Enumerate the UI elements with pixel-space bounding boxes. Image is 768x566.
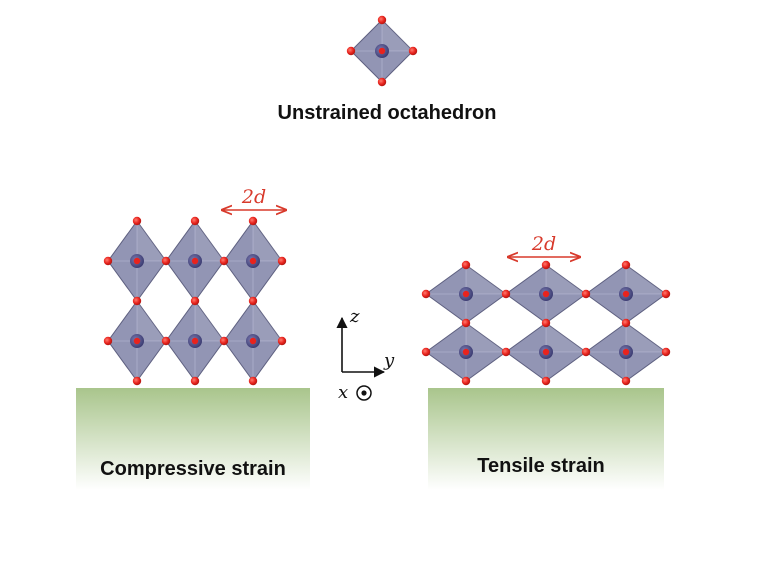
octahedron-facet — [253, 301, 282, 341]
oxygen-atom — [161, 256, 171, 266]
octahedron — [165, 300, 225, 382]
center-atom-core — [249, 337, 257, 345]
oxygen-atom — [377, 15, 387, 25]
center-atom-core — [542, 290, 550, 298]
oxygen-atom — [277, 256, 287, 266]
x-axis-label: x — [338, 382, 348, 403]
tensile-octahedra-grid — [421, 260, 671, 386]
octahedron — [350, 19, 414, 83]
octahedron — [165, 220, 225, 302]
oxygen-atom — [541, 318, 551, 328]
oxygen-atom — [103, 256, 113, 266]
oxygen-atom — [621, 376, 631, 386]
octahedron-facet — [253, 221, 282, 261]
oxygen-atom — [541, 260, 551, 270]
z-axis-label: z — [349, 306, 360, 327]
octahedron — [107, 300, 167, 382]
oxygen-atom — [661, 289, 671, 299]
oxygen-atom — [501, 347, 511, 357]
octahedron-facet — [195, 301, 224, 341]
oxygen-atom — [132, 216, 142, 226]
oxygen-atom — [501, 289, 511, 299]
octahedron — [585, 322, 667, 382]
oxygen-atom — [581, 289, 591, 299]
octahedron-facet — [137, 221, 166, 261]
octahedron-facet — [546, 323, 586, 352]
octahedron-facet — [466, 323, 506, 352]
octahedron-facet — [137, 301, 166, 341]
octahedron — [585, 264, 667, 324]
tensile-spacing-annotation: 2d — [508, 233, 580, 257]
oxygen-atom — [581, 347, 591, 357]
oxygen-atom — [346, 46, 356, 56]
compressive-octahedra-grid — [103, 216, 287, 386]
oxygen-atom — [190, 296, 200, 306]
compressive-strain-label: Compressive strain — [100, 458, 286, 480]
oxygen-atom — [661, 347, 671, 357]
octahedron — [223, 220, 283, 302]
center-atom-core — [378, 47, 386, 55]
coordinate-axes: z y x — [336, 306, 395, 403]
oxygen-atom — [161, 336, 171, 346]
center-atom-core — [191, 257, 199, 265]
compressive-substrate — [76, 388, 310, 490]
x-axis-out-of-plane-symbol — [356, 385, 372, 401]
octahedron — [425, 322, 507, 382]
title-unstrained-octahedron: Unstrained octahedron — [278, 102, 497, 124]
center-atom-core — [249, 257, 257, 265]
center-atom-core — [462, 348, 470, 356]
unstrained-octahedron — [346, 15, 418, 87]
oxygen-atom — [248, 296, 258, 306]
center-atom-core — [622, 348, 630, 356]
oxygen-atom — [621, 260, 631, 270]
octahedron — [223, 300, 283, 382]
oxygen-atom — [277, 336, 287, 346]
octahedron-facet — [626, 323, 666, 352]
oxygen-atom — [421, 289, 431, 299]
tensile-spacing-label: 2d — [531, 233, 556, 255]
center-atom-core — [133, 257, 141, 265]
tensile-substrate — [428, 388, 664, 490]
oxygen-atom — [461, 260, 471, 270]
oxygen-atom — [621, 318, 631, 328]
center-atom-core — [542, 348, 550, 356]
center-atom-core — [462, 290, 470, 298]
octahedron-facet — [626, 265, 666, 294]
octahedron-facet — [466, 265, 506, 294]
oxygen-atom — [132, 376, 142, 386]
oxygen-atom — [541, 376, 551, 386]
oxygen-atom — [132, 296, 142, 306]
octahedron — [425, 264, 507, 324]
octahedron-facet — [195, 221, 224, 261]
octahedron-facet — [382, 20, 413, 51]
octahedron — [505, 322, 587, 382]
octahedron — [505, 264, 587, 324]
oxygen-atom — [461, 318, 471, 328]
oxygen-atom — [461, 376, 471, 386]
oxygen-atom — [248, 376, 258, 386]
oxygen-atom — [219, 336, 229, 346]
center-atom-core — [133, 337, 141, 345]
oxygen-atom — [248, 216, 258, 226]
y-axis-label: y — [383, 350, 395, 371]
octahedron-facet — [546, 265, 586, 294]
compressive-spacing-annotation: 2d — [222, 186, 286, 210]
tensile-strain-label: Tensile strain — [477, 455, 604, 477]
center-atom-core — [622, 290, 630, 298]
octahedron — [107, 220, 167, 302]
x-axis-dot — [361, 390, 367, 396]
oxygen-atom — [219, 256, 229, 266]
oxygen-atom — [103, 336, 113, 346]
oxygen-atom — [421, 347, 431, 357]
oxygen-atom — [190, 216, 200, 226]
oxygen-atom — [377, 77, 387, 87]
center-atom-core — [191, 337, 199, 345]
oxygen-atom — [190, 376, 200, 386]
compressive-spacing-label: 2d — [241, 186, 266, 208]
oxygen-atom — [408, 46, 418, 56]
